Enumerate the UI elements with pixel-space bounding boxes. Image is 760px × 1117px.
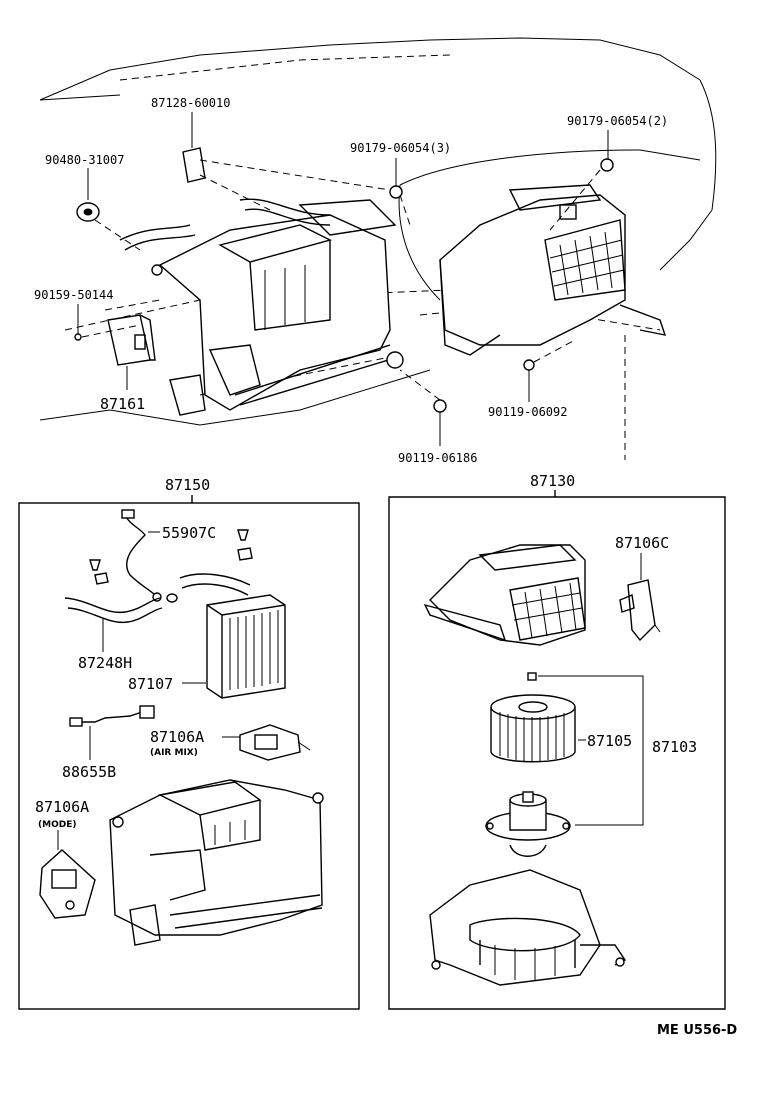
heater-unit-top — [119, 198, 404, 416]
blower-motor — [485, 791, 571, 857]
callout-87106c: 87106C — [615, 534, 669, 552]
blower-fan-87105 — [490, 694, 576, 763]
heater-core-87107 — [206, 594, 286, 699]
callout-90119-06092: 90119-06092 — [488, 405, 567, 419]
group-87130-title: 87130 — [530, 472, 575, 490]
blower-housing-upper — [423, 544, 586, 646]
heater-case-lower — [109, 779, 324, 946]
connector-icon — [527, 672, 537, 681]
callout-87103: 87103 — [652, 738, 697, 756]
group-87150: 87150 55907C 87248H — [18, 476, 360, 1010]
sensor-88655b — [80, 711, 143, 723]
callout-90179-06054-2: 90179-06054(2) — [567, 114, 668, 128]
callout-87248h: 87248H — [78, 654, 132, 672]
wire-harness-55907c — [124, 514, 156, 596]
callout-87106a-air-mix: 87106A — [150, 728, 204, 746]
callout-90179-06054-3: 90179-06054(3) — [350, 141, 451, 155]
clip-icon — [237, 529, 249, 541]
mode-note: (MODE) — [38, 820, 76, 830]
clip-icon — [237, 547, 253, 561]
clip-icon — [89, 559, 101, 571]
leader-lines-top — [77, 112, 609, 446]
air-mix-note: (AIR MIX) — [150, 748, 198, 758]
bolt-icon — [600, 158, 614, 172]
clip-icon — [94, 572, 109, 585]
actuator-87106a-air-mix — [239, 724, 311, 761]
group-87130: 87130 87106C — [388, 472, 726, 1010]
callout-55907c: 55907C — [162, 524, 216, 542]
part-87161-actuator — [107, 314, 156, 366]
grommet-icon — [83, 208, 93, 216]
blower-unit-top — [439, 184, 667, 356]
top-callouts: 87128-60010 90480-31007 90179-06054(3) 9… — [34, 96, 668, 465]
blower-housing-lower — [429, 869, 627, 986]
group-87150-title: 87150 — [165, 476, 210, 494]
callout-87106a-mode: 87106A — [35, 798, 89, 816]
callout-90159-50144: 90159-50144 — [34, 288, 113, 302]
grommet-icon — [182, 147, 206, 183]
callout-88655b: 88655B — [62, 763, 116, 781]
bolt-icon — [74, 333, 82, 341]
bolt-icon — [523, 359, 535, 371]
bolt-icon — [433, 399, 447, 413]
actuator-87106a-mode — [39, 849, 96, 919]
callout-87161: 87161 — [100, 395, 145, 413]
callout-87105: 87105 — [587, 732, 632, 750]
callout-90119-06186: 90119-06186 — [398, 451, 477, 465]
callout-87107: 87107 — [128, 675, 173, 693]
callout-90480-31007: 90480-31007 — [45, 153, 124, 167]
hose-87248h — [64, 597, 161, 614]
callout-87128-60010: 87128-60010 — [151, 96, 230, 110]
actuator-87106c — [619, 579, 661, 642]
figure-code: ME U556-D — [657, 1023, 737, 1038]
